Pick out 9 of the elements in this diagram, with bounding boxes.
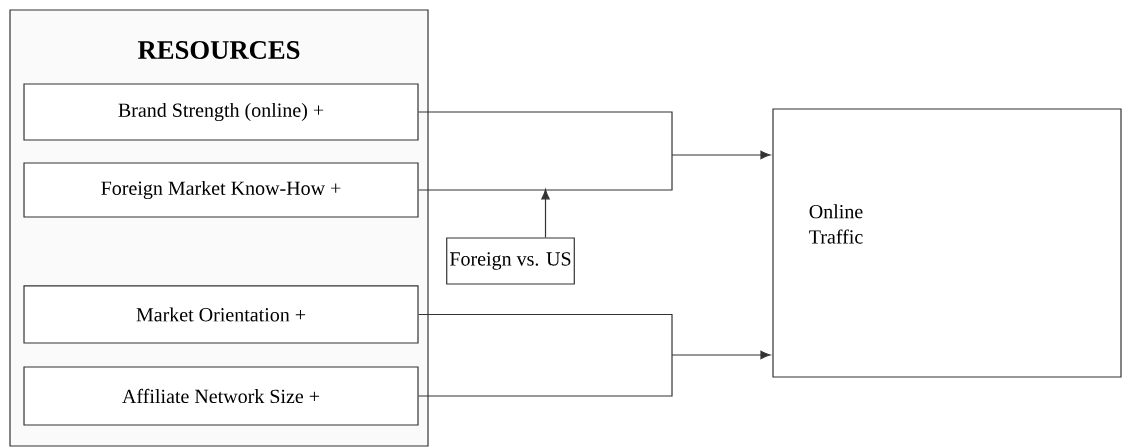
arrow [541,189,550,238]
process-box: Online Traffic [772,108,1122,378]
process-box: Foreign Market Know-How + [23,162,419,218]
process-box: Foreign vs. US [446,237,575,285]
process-box: Affiliate Network Size + [23,366,419,426]
arrow [418,313,771,397]
arrow [418,111,771,191]
process-box: Market Orientation + [23,285,419,344]
process-box: Brand Strength (online) + [23,83,419,141]
